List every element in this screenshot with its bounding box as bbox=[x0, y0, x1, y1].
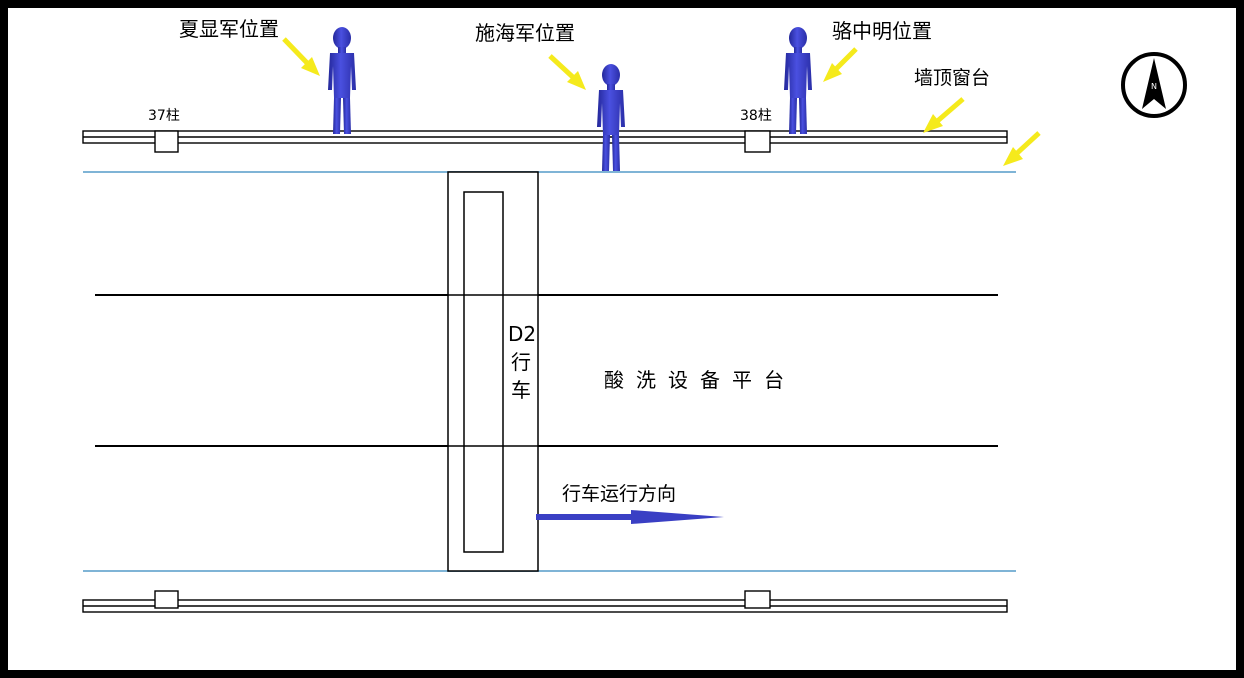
diagram-drawing: N bbox=[82, 27, 1187, 613]
person-xia-figure bbox=[328, 27, 356, 134]
compass-n-label: N bbox=[1151, 82, 1157, 91]
top-wall-sill bbox=[82, 130, 1008, 153]
person-shi-figure bbox=[597, 64, 625, 171]
travel-direction-label: 行车运行方向 bbox=[562, 483, 677, 505]
bottom-wall-sill bbox=[82, 590, 1008, 613]
pointer-arrows bbox=[282, 37, 1041, 166]
crane-label: D2行车 bbox=[508, 322, 537, 402]
north-compass-icon: N bbox=[1121, 52, 1187, 118]
pillar-38-label: 38柱 bbox=[740, 108, 772, 124]
d2-crane bbox=[447, 171, 539, 572]
arrow-to-luo bbox=[823, 47, 858, 82]
person-luo-figure bbox=[784, 27, 812, 134]
arrow-to-wall-sill bbox=[923, 97, 965, 133]
arrow-to-shi bbox=[548, 54, 586, 90]
person-xia-label: 夏显军位置 bbox=[179, 17, 279, 41]
person-luo-label: 骆中明位置 bbox=[832, 19, 932, 43]
travel-direction-arrow bbox=[536, 510, 724, 524]
pillar-37-label: 37柱 bbox=[148, 108, 180, 124]
person-shi-label: 施海军位置 bbox=[475, 21, 575, 45]
wall-window-label: 墙顶窗台 bbox=[914, 67, 991, 89]
platform-label: 酸洗设备平台 bbox=[604, 368, 796, 392]
arrow-to-xia bbox=[282, 37, 320, 76]
diagram-canvas: N 夏显军位置 施海军位置 骆中明位置 墙顶窗台 37柱 38柱 D2行车 酸洗… bbox=[8, 8, 1236, 670]
arrow-to-rail bbox=[1003, 131, 1041, 166]
